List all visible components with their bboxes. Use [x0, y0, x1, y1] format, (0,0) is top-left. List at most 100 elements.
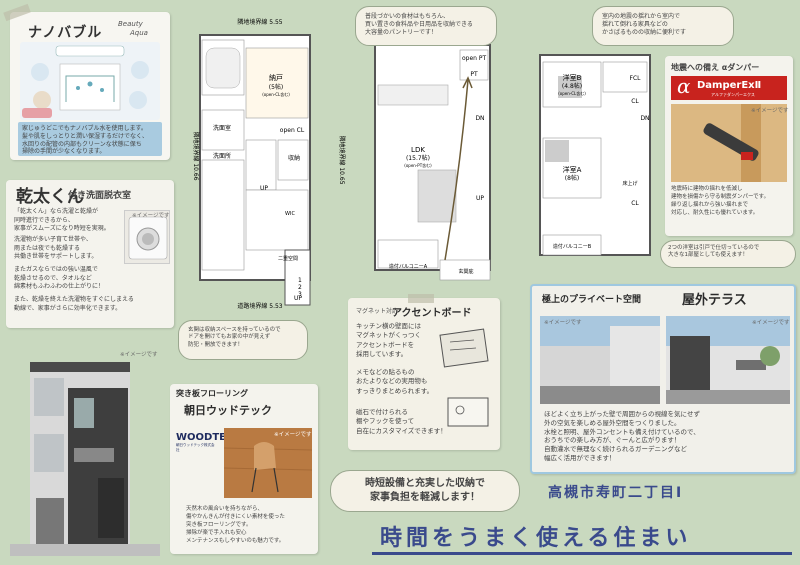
building-image — [10, 348, 160, 556]
headline: 時間をうまく使える住まい — [380, 526, 692, 551]
accent-label-small: マグネット対応 — [356, 308, 399, 315]
f3-room-b-size: (4.8帖) — [562, 82, 582, 90]
note-top-right: 室内の地震の揺れから室内で 揺れて倒れる家具などの かさばるものの収納に便利です — [592, 6, 734, 46]
f2-up: UP — [476, 195, 484, 202]
terrace-card: 極上のプライベート空間 屋外テラス ※イメージです ※イメージです ほどよく立ち… — [530, 284, 796, 474]
f2-pt: PT — [470, 71, 478, 78]
kantakun-title: 乾太くん — [16, 187, 84, 207]
headline-underline — [372, 552, 792, 555]
floorplan-3f — [539, 54, 651, 256]
note-entrance: 玄関は収納スペースを持っているので ドアを開けてもお家の中が見えず 防犯・開放で… — [178, 320, 308, 360]
f1-storage2: 収納 — [288, 154, 300, 162]
f1-num-2: 2 — [298, 284, 302, 291]
f2-balcony: 造付バルコニーA — [389, 263, 428, 270]
f1-parking: 二重空間 — [278, 255, 298, 262]
wood-logo-box: WOODTEC 朝日ウッドテック株式会社 — [176, 432, 234, 458]
f3-room-b-note: (open-CL含む) — [558, 90, 586, 96]
damper-logo-alpha: α — [677, 74, 691, 98]
tape — [408, 294, 434, 303]
wood-image — [223, 428, 313, 498]
f3-up: 床上げ — [622, 180, 637, 187]
floorplan: 納戸 (5帖) (open-CL含む) open CL 洗面室 収納 洗面所 W… — [190, 10, 670, 310]
nanobubble-diagram — [20, 42, 160, 120]
terrace-image-note-2: ※イメージです — [752, 320, 790, 326]
terrace-image-note-1: ※イメージです — [544, 320, 582, 326]
f1-washroom: 洗面室 — [213, 124, 231, 132]
f3-cl2: CL — [631, 200, 639, 207]
damper-logo-sub: アルファダンパーエクス — [711, 92, 755, 97]
damper-image — [671, 104, 787, 182]
nanobubble-card: ナノバブル Beauty Aqua 家じゅうどこでもナノバブル水を使用します。 … — [3, 3, 170, 160]
kantakun-body-3: またガスならではの強い温風で 乾燥させるので、タオルなど 綿素材もふわふわの仕上… — [14, 266, 105, 291]
f2-open-pt: open PT — [462, 55, 486, 62]
damper-title: 地震への備え αダンパー — [671, 63, 760, 72]
f3-dn: DN — [640, 115, 649, 122]
address: 高槻市寿町二丁目Ⅰ — [548, 485, 684, 501]
f3-room-b: 洋室B — [563, 73, 582, 82]
wood-logo: WOODTEC — [176, 432, 234, 443]
f1-num-3: 3 — [298, 291, 302, 298]
note-pantry: 普段づかいの食材はもちろん、 買い置きの食料品や日用品を収納できる 大容量のパン… — [355, 6, 497, 46]
wood-card: 突き板フローリング 朝日ウッドテック WOODTEC 朝日ウッドテック株式会社 … — [170, 384, 318, 554]
f2-entrance-hall: 玄関庇 — [458, 268, 473, 275]
floorplan-1f — [199, 34, 311, 306]
terrace-label: 極上のプライベート空間 — [542, 295, 642, 305]
dryer-image-note: ※イメージです — [132, 213, 170, 219]
f3-cl1: CL — [631, 98, 639, 105]
accent-board-card: マグネット対応 アクセントボード キッチン横の壁面には マグネットがくっつく ア… — [348, 294, 500, 450]
f2-ldk: LDK — [411, 146, 425, 154]
terrace-image-1 — [540, 316, 660, 404]
nanobubble-body: 家じゅうどこでもナノバブル水を使用します。 髪や肌をしっとりと潤い保湿するだけで… — [22, 125, 149, 156]
board-illustration — [439, 328, 489, 368]
damper-logo: α DamperExⅡ アルファダンパーエクス — [671, 74, 787, 100]
f1-lavatory: 洗面所 — [213, 152, 231, 160]
floorplan-2f — [374, 44, 491, 281]
f1-up: UP — [260, 185, 268, 192]
damper-image-note: ※イメージです — [751, 108, 789, 114]
f3-balcony: 造付バルコニーB — [553, 243, 592, 250]
right-boundary: 隣地境界線 10.65 — [338, 135, 346, 184]
f1-wic: WIC — [285, 211, 295, 217]
terrace-title: 屋外テラス — [682, 293, 747, 308]
wood-title: 朝日ウッドテック — [184, 404, 272, 417]
f2-ldk-size: (15.7帖) — [406, 154, 430, 162]
nanobubble-subtitle-2: Aqua — [130, 29, 148, 37]
f3-room-a-size: (8帖) — [565, 174, 580, 182]
dryer-image — [124, 210, 170, 264]
building-image-note: ※イメージです — [120, 352, 158, 358]
accent-title: アクセントボード — [392, 308, 472, 319]
accent-body-3: 磁石で付けられる 棚やフックを使って 自在にカスタマイズできます！ — [356, 408, 447, 435]
nanobubble-subtitle-1: Beauty — [118, 20, 143, 28]
terrace-body: ほどよく立ち上がった壁で周囲からの視線を気にせず 外の空気を楽しめる屋外空間をつ… — [544, 410, 700, 462]
f2-dn: DN — [475, 115, 484, 122]
nanobubble-body-box: 家じゅうどこでもナノバブル水を使用します。 髪や肌をしっとりと潤い保湿するだけで… — [18, 122, 162, 156]
f1-num-1: 1 — [298, 277, 302, 284]
accent-body-2: メモなどの貼るもの おたよりなどの実用物も すっきりまとめられます。 — [356, 368, 434, 395]
damper-logo-text: DamperExⅡ — [697, 80, 762, 91]
kantakun-body-2: 洗濯物が多い子育て世帯や、 雨または夜でも乾燥する 共働き世帯をサポートします。 — [14, 236, 98, 261]
kantakun-card: 乾太くん 付き洗面脱衣室 「乾太くん」なら洗濯と乾燥が 同時進行できるから、 家… — [6, 180, 174, 328]
f1-step-up: UP — [294, 295, 302, 302]
f1-storage-size: (5帖) — [269, 83, 284, 91]
f1-storage: 納戸 — [269, 73, 283, 82]
kantakun-title-suffix: 付き洗面脱衣室 — [68, 191, 132, 201]
damper-body: 地震時に建物の揺れを低減し 建物を損傷から守る制震ダンパーです。 繰り返し揺れか… — [671, 186, 770, 216]
terrace-image-2 — [666, 316, 790, 404]
f2-ldk-note: (open-PT含む) — [404, 162, 432, 168]
nanobubble-title: ナノバブル — [28, 25, 103, 41]
wood-logo-sub: 朝日ウッドテック株式会社 — [176, 443, 215, 452]
top-boundary: 隣地境界線 5.55 — [237, 18, 282, 26]
f1-open-cl: open CL — [280, 127, 305, 134]
f1-storage-note: (open-CL含む) — [262, 91, 290, 97]
note-center: 時短設備と充実した収納で 家事負担を軽減します！ — [330, 470, 520, 512]
bottom-boundary: 道路境界線 5.53 — [237, 302, 282, 310]
kantakun-body-4: また、乾燥を終えた洗濯物をすぐにしまえる 動線で、家事がさらに効率化できます。 — [14, 296, 134, 312]
damper-card: 地震への備え αダンパー α DamperExⅡ アルファダンパーエクス ※イメ… — [665, 56, 793, 236]
wood-image-note: ※イメージです — [274, 432, 312, 438]
tape — [3, 3, 31, 22]
memo-illustration — [447, 397, 489, 427]
left-boundary: 隣地境界線 10.66 — [192, 131, 200, 180]
wood-label: 突き板フローリング — [176, 389, 248, 398]
kantakun-body-1: 「乾太くん」なら洗濯と乾燥が 同時進行できるから、 家事がスムーズになり時短を実… — [14, 208, 110, 233]
wood-body: 天然木の風合いを持ちながら、 傷やかんきんが付きにくい素材を使った 突き板フロー… — [186, 506, 285, 544]
